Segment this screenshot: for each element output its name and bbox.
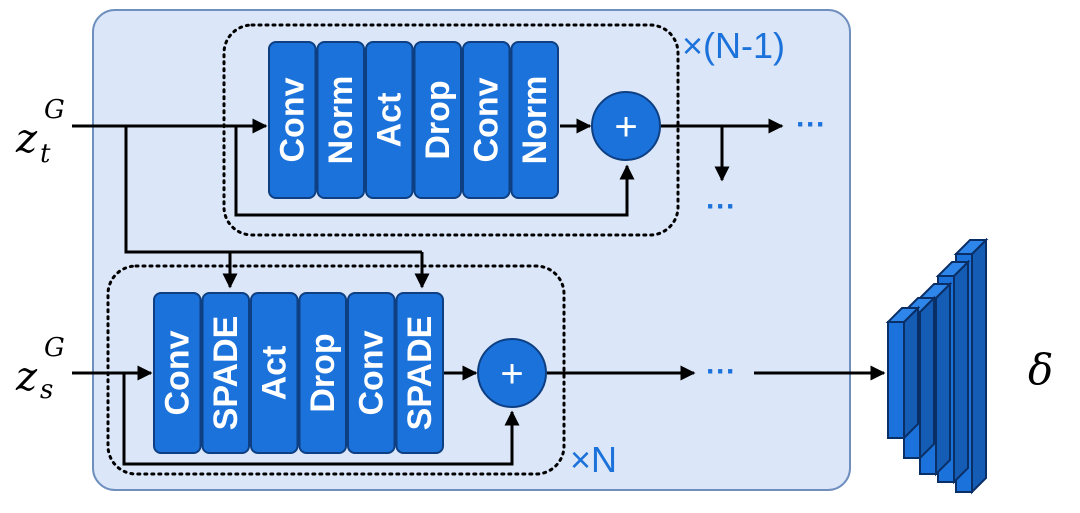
bottom-block-spade: SPADE [201,292,250,454]
input-zt-label: z t G [15,95,65,169]
top-block-label: Drop [419,80,457,159]
top-sum-node: + [591,91,661,161]
top-block-label: Norm [322,76,360,165]
bottom-block-label: Conv [158,330,196,415]
bottom-right-continuation: ··· [706,355,736,388]
top-block-conv: Conv [462,41,511,199]
bottom-block-label: Drop [304,333,342,412]
top-block-label: Act [370,93,408,148]
top-repeat-label: ×(N-1) [682,25,785,66]
connectors [72,118,886,466]
zt-sub: t [40,139,51,169]
bottom-residual-group [106,264,566,476]
top-block-group: Conv Norm Act Drop Conv Norm [268,41,559,199]
bottom-block-group: Conv SPADE Act Drop Conv SPADE [153,292,444,454]
zs-base: z [15,354,38,400]
bottom-block-drop: Drop [298,292,347,454]
bottom-block-label: SPADE [207,316,245,431]
top-block-drop: Drop [413,41,462,199]
output-delta: δ [1028,345,1053,394]
zt-sup: G [44,95,65,125]
top-block-label: Norm [516,76,554,165]
bottom-block-label: Conv [352,330,390,415]
top-sum-symbol: + [614,105,637,149]
top-block-norm: Norm [510,41,559,199]
top-skip-path [234,126,635,217]
top-down-continuation: ··· [706,190,736,223]
stacked-feature-maps-icon [885,237,989,495]
top-block-label: Conv [467,77,505,162]
zs-sub: s [40,375,53,405]
top-residual-group [222,23,680,237]
bottom-sum-symbol: + [500,352,523,396]
bottom-block-label: SPADE [401,316,439,431]
bottom-block-conv: Conv [153,292,202,454]
top-block-norm: Norm [316,41,365,199]
zt-to-spade-path [124,126,422,254]
bottom-block-spade: SPADE [395,292,444,454]
bottom-repeat-label: ×N [570,439,617,480]
bottom-sum-node: + [477,338,547,408]
bottom-block-act: Act [250,292,299,454]
top-block-act: Act [365,41,414,199]
top-block-conv: Conv [268,41,317,199]
zt-base: z [15,116,38,162]
bottom-skip-path [122,373,520,466]
zs-sup: G [44,333,65,363]
top-right-continuation: ··· [796,108,826,141]
feature-map-layer [885,305,921,441]
input-zs-label: z s G [15,333,65,405]
bottom-block-conv: Conv [347,292,396,454]
bottom-block-label: Act [255,346,293,401]
top-block-label: Conv [273,77,311,162]
